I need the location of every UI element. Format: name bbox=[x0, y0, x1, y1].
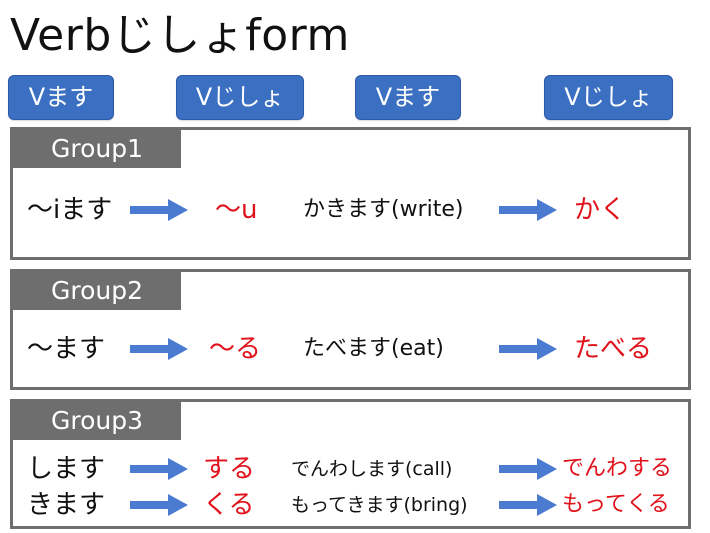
right-arrow-icon bbox=[130, 458, 188, 480]
group3-row1-example-result: でんわする bbox=[562, 456, 673, 481]
group1-pattern: ～iます bbox=[27, 195, 113, 225]
group2-pattern-result: ～る bbox=[209, 334, 262, 364]
header-v-masu-2: Vます bbox=[355, 75, 461, 120]
group3-row-2: きます くる もってきます(bring) もってくる bbox=[13, 485, 688, 525]
group2-label: Group2 bbox=[13, 272, 181, 310]
group1-example: かきます(write) bbox=[303, 197, 464, 222]
right-arrow-icon bbox=[130, 494, 188, 516]
group3-label: Group3 bbox=[13, 402, 181, 440]
group1-label: Group1 bbox=[13, 130, 181, 168]
group3-row2-example: もってきます(bring) bbox=[291, 494, 468, 516]
group1-box: Group1 ～iます ～u かきます(write) かく bbox=[10, 127, 691, 260]
group3-row2-pattern: きます bbox=[27, 490, 106, 520]
right-arrow-icon bbox=[130, 199, 188, 221]
group3-row2-example-result: もってくる bbox=[562, 492, 670, 517]
group2-pattern: ～ます bbox=[27, 334, 106, 364]
group3-row-1: します する でんわします(call) でんわする bbox=[13, 449, 688, 489]
header-v-jisho-2: Vじしょ bbox=[544, 75, 673, 120]
group3-row1-example: でんわします(call) bbox=[291, 458, 453, 480]
right-arrow-icon bbox=[130, 338, 188, 360]
header-v-jisho-1: Vじしょ bbox=[176, 75, 304, 120]
group3-row1-pattern-result: する bbox=[203, 454, 256, 484]
right-arrow-icon bbox=[499, 199, 557, 221]
group2-row: ～ます ～る たべます(eat) たべる bbox=[13, 329, 688, 369]
right-arrow-icon bbox=[499, 338, 557, 360]
group1-pattern-result: ～u bbox=[215, 195, 258, 225]
group2-example: たべます(eat) bbox=[303, 336, 444, 361]
group3-row1-pattern: します bbox=[27, 454, 106, 484]
header-v-masu-1: Vます bbox=[8, 75, 114, 120]
right-arrow-icon bbox=[499, 458, 557, 480]
group1-row: ～iます ～u かきます(write) かく bbox=[13, 190, 688, 230]
group2-box: Group2 ～ます ～る たべます(eat) たべる bbox=[10, 269, 691, 390]
group3-box: Group3 します する でんわします(call) でんわする きます くる … bbox=[10, 399, 691, 529]
group2-example-result: たべる bbox=[574, 334, 653, 364]
right-arrow-icon bbox=[499, 494, 557, 516]
group1-example-result: かく bbox=[574, 195, 627, 225]
group3-row2-pattern-result: くる bbox=[203, 490, 255, 520]
page-title: Verbじしょform bbox=[10, 10, 350, 61]
